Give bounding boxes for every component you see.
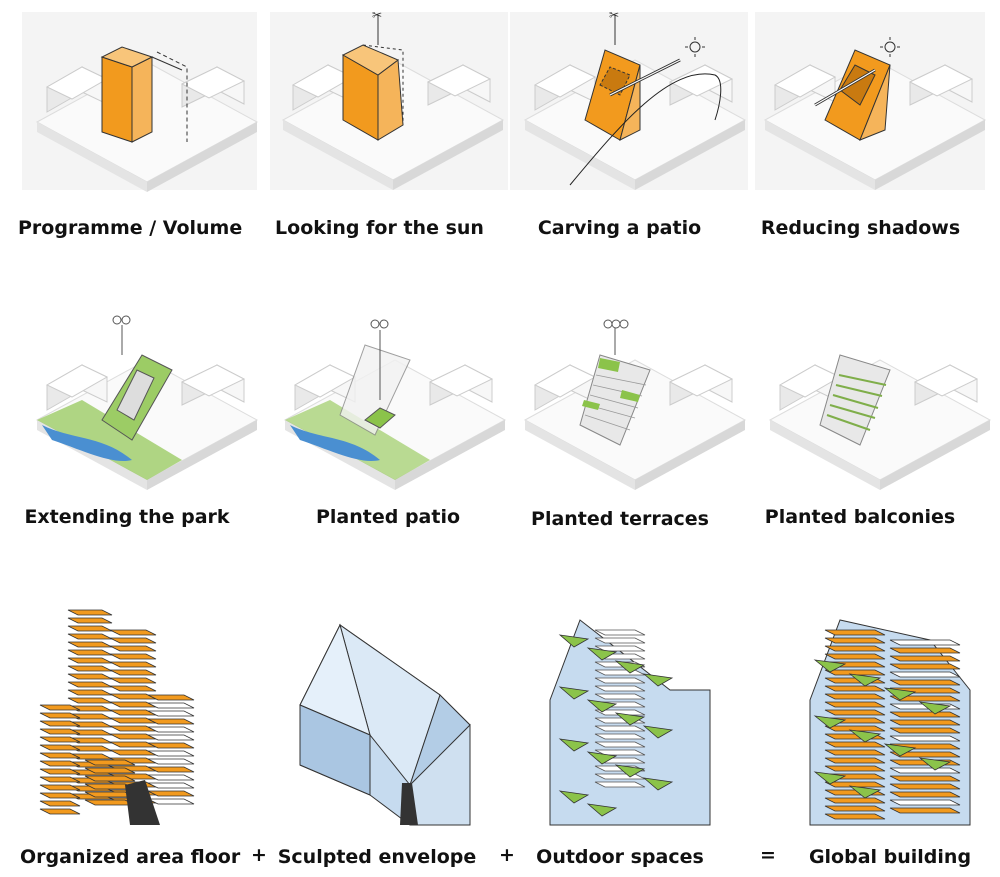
diagram-planted-terraces [510,300,750,490]
label-reducing-shadows: Reducing shadows [760,217,961,239]
diagram-reducing-shadows [755,5,995,190]
diagram-programme-volume [22,12,262,192]
diagram-organized-area-floor [30,600,220,830]
diagram-looking-for-sun: ✂ [268,5,508,190]
diagram-extending-park [22,300,262,490]
label-planted-terraces: Planted terraces [531,508,709,530]
label-looking-for-sun: Looking for the sun [275,217,484,239]
diagram-planted-balconies [755,300,995,490]
sun-icon [880,37,900,57]
label-planted-patio: Planted patio [315,506,461,528]
sun-icon [685,37,705,57]
label-sculpted-envelope: Sculpted envelope [277,846,477,868]
label-planted-balconies: Planted balconies [764,506,956,528]
diagram-carving-patio: ✂ [510,5,750,190]
label-outdoor-spaces: Outdoor spaces [536,846,704,868]
label-organized-area-floor: Organized area floor [20,846,241,868]
tree-icon [603,319,629,329]
label-programme-volume: Programme / Volume [18,217,243,239]
tree-icon [112,315,131,325]
plus-operator-2: + [499,844,515,866]
equals-operator: = [760,844,776,866]
tree-icon [370,319,389,329]
diagram-planted-patio [270,300,510,490]
svg-text:✂: ✂ [372,8,382,22]
diagram-outdoor-spaces [540,600,720,830]
scissors-icon: ✂ [609,8,619,22]
label-extending-park: Extending the park [24,506,230,528]
plus-operator-1: + [251,844,267,866]
label-carving-patio: Carving a patio [537,217,702,239]
scissors-icon: ✂ [372,8,382,22]
label-global-building: Global building [808,846,972,868]
diagram-sculpted-envelope [290,605,480,830]
diagram-global-building [800,600,980,830]
